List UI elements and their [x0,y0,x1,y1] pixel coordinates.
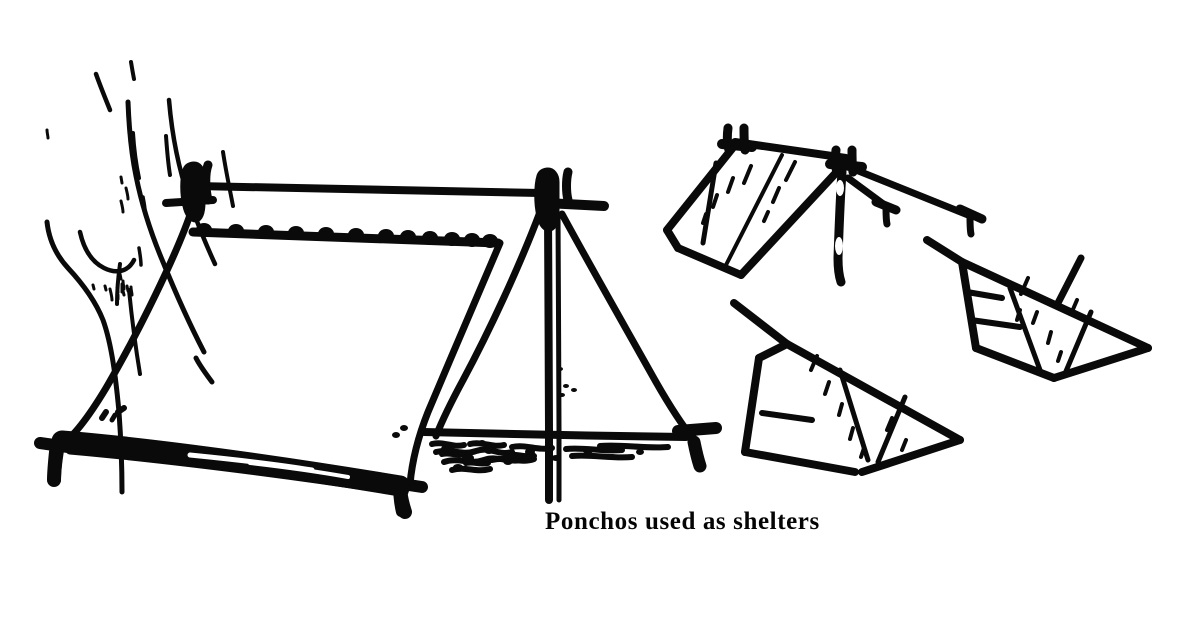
left-lashing [162,160,217,223]
stake-tripod-right [672,422,722,473]
back-hem-line [420,428,690,441]
poncho-a-frame-top-right [663,123,987,287]
poncho-a-frame-far-right [923,236,1152,382]
stake-left-corner [34,437,88,487]
center-pole [544,210,554,504]
stake-ridge-left [717,123,757,155]
tripod-left-leg [432,208,544,440]
ground-texture-speckles [441,440,644,470]
ridge-pole [192,182,544,197]
canopy-speckles [392,367,577,438]
large-poncho-lean-to [34,160,722,519]
left-slope-edge [56,211,194,450]
figure-caption: Ponchos used as shelters [545,508,820,535]
tripod-right-leg [558,210,698,444]
poncho-a-frame-center-right [730,299,964,476]
stake-bottom-corner [376,475,428,519]
support-pole-assembly [534,167,609,504]
grommet-row [196,223,498,248]
weighted-bottom-hem [51,430,411,497]
right-slope-edge [406,239,504,488]
